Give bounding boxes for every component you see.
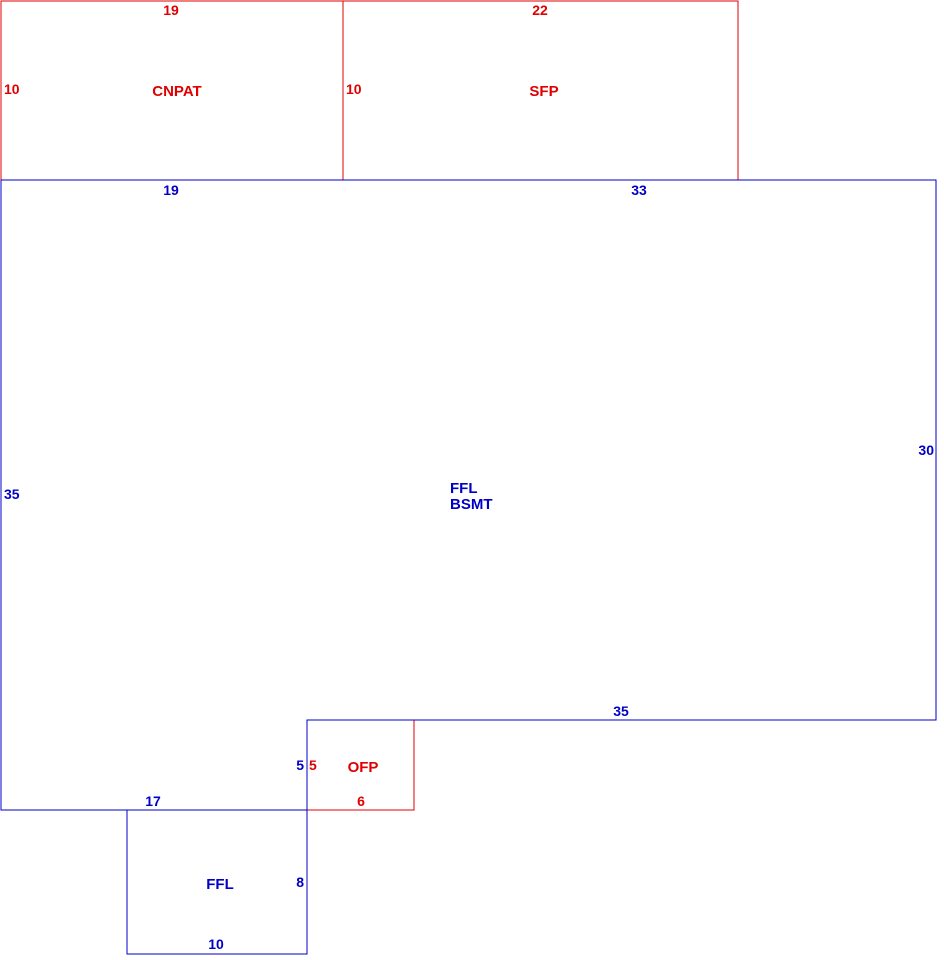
ffl-label: FFL — [206, 876, 234, 893]
sfp-label: SFP — [529, 83, 558, 100]
main-bottom-right-dimension: 35 — [613, 703, 629, 719]
ffl-bottom-dimension: 10 — [208, 936, 224, 952]
cnpat-left-dimension: 10 — [4, 81, 20, 97]
ofp-left-dimension: 5 — [309, 757, 317, 773]
ffl-right-dimension: 8 — [296, 874, 304, 890]
main-bottom-left-dimension: 17 — [145, 793, 161, 809]
main-area-label-line2: BSMT — [450, 496, 493, 513]
cnpat-top-dimension: 19 — [163, 2, 179, 18]
sfp-left-dimension: 10 — [346, 81, 362, 97]
main-area-label-line1: FFL — [450, 480, 478, 497]
main-left-dimension: 35 — [4, 486, 20, 502]
main-right-dimension: 30 — [918, 442, 934, 458]
cnpat-label: CNPAT — [152, 83, 201, 100]
main-top-right-dimension: 33 — [631, 182, 647, 198]
main-ffl-bsmt-outline — [0, 179, 937, 811]
sfp-top-dimension: 22 — [532, 2, 548, 18]
ofp-label: OFP — [348, 759, 379, 776]
main-top-left-dimension: 19 — [163, 182, 179, 198]
main-notch-dimension: 5 — [296, 757, 304, 773]
ffl-outline — [126, 809, 308, 955]
ofp-bottom-dimension: 6 — [357, 793, 365, 809]
